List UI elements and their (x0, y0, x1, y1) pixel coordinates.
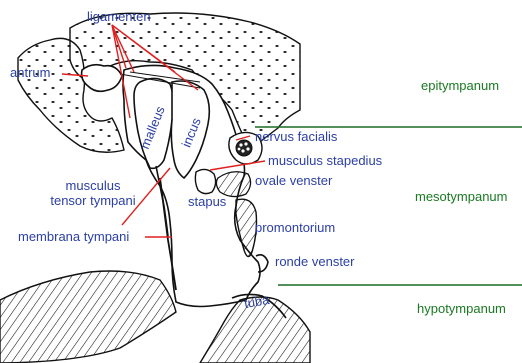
label-musculus-tensor-line1: musculus (38, 178, 148, 193)
label-stapus: stapus (188, 194, 226, 209)
label-nervus-facialis: nervus facialis (255, 129, 337, 144)
label-promontorium: promontorium (255, 220, 335, 235)
label-ovale-venster: ovale venster (255, 173, 332, 188)
region-hypotympanum: hypotympanum (417, 301, 506, 316)
oval-window-region (216, 172, 250, 197)
region-mesotympanum: mesotympanum (415, 189, 507, 204)
label-musculus-tensor-line2: tensor tympani (38, 193, 148, 208)
stapes-ossicle (195, 169, 215, 193)
nervus-facialis-bundle (236, 140, 252, 156)
label-ligamenten: ligamenten (87, 9, 151, 24)
label-musculus-tensor: musculus tensor tympani (38, 178, 148, 208)
region-epitympanum: epitympanum (421, 78, 499, 93)
label-musculus-stapedius: musculus stapedius (268, 153, 382, 168)
antrum-cavity (82, 65, 122, 92)
label-membrana-tympani: membrana tympani (18, 229, 129, 244)
lower-bone (0, 271, 176, 363)
label-ronde-venster: ronde venster (275, 254, 355, 269)
label-antrum: antrum (10, 65, 50, 80)
